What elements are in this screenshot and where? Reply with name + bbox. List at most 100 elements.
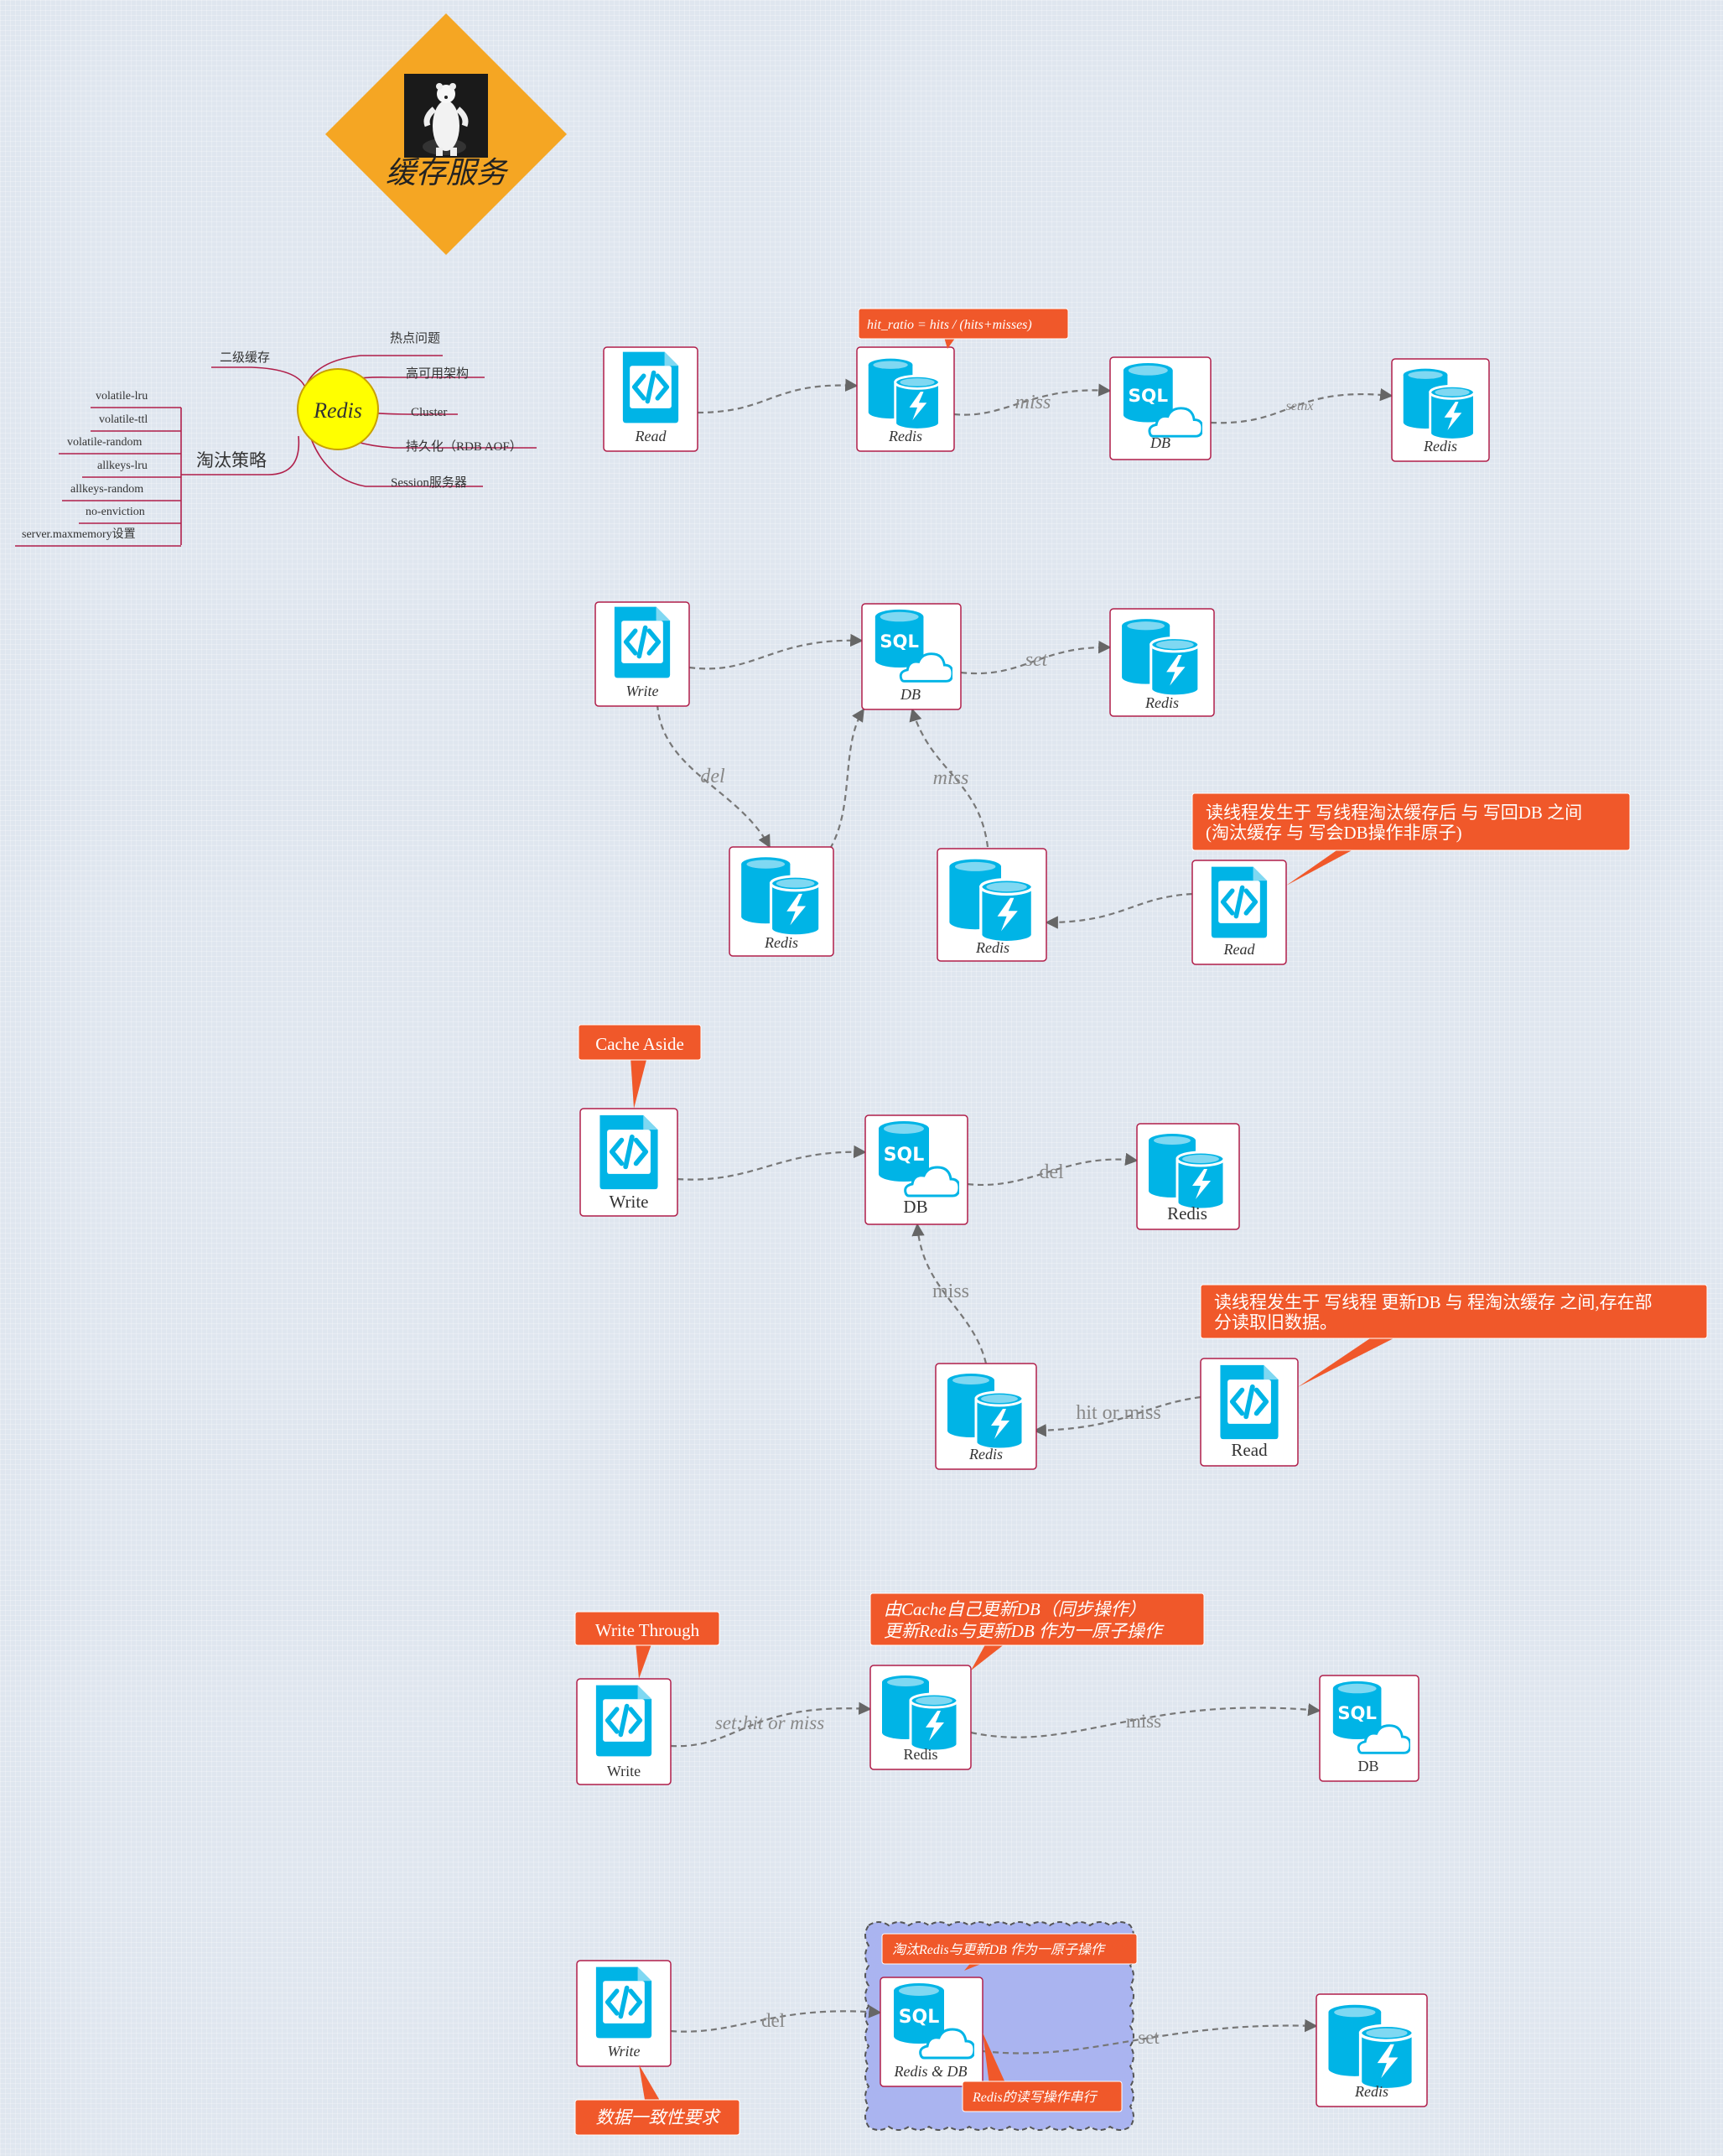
redis-node[interactable]: Redis bbox=[869, 1665, 972, 1770]
edge-label-hit-or-miss: hit or miss bbox=[1076, 1402, 1160, 1424]
svg-text:Redis: Redis bbox=[975, 939, 1009, 956]
db-node[interactable]: DB bbox=[1319, 1675, 1419, 1782]
read-node[interactable]: Read bbox=[603, 346, 698, 452]
redis-db-node[interactable]: Redis & DB bbox=[880, 1977, 983, 2087]
mindmap-center[interactable] bbox=[297, 368, 379, 450]
svg-text:DB: DB bbox=[1357, 1758, 1378, 1774]
title-text: 缓存服务 bbox=[386, 156, 509, 190]
svg-text:Write: Write bbox=[610, 1192, 649, 1212]
db-node[interactable]: DB bbox=[864, 1114, 968, 1225]
section-read-flow: miss setnx Read Redis DB Redis hit_ratio… bbox=[603, 308, 1490, 462]
svg-text:Redis: Redis bbox=[903, 1746, 937, 1763]
branch-l2-cache[interactable]: 二级缓存 bbox=[220, 351, 270, 365]
callout-hit-ratio[interactable]: hit_ratio = hits / (hits+misses) bbox=[858, 308, 1069, 349]
svg-text:Redis: Redis bbox=[968, 1446, 1003, 1462]
branch-ha[interactable]: 高可用架构 bbox=[406, 366, 469, 381]
edge-label-miss: miss bbox=[1126, 1711, 1161, 1732]
tag-consistency-requirement[interactable]: 数据一致性要求 bbox=[574, 2065, 740, 2136]
svg-text:Redis的读写操作串行: Redis的读写操作串行 bbox=[972, 2090, 1098, 2105]
section-serial-consistency: del set Write Redis & DB Redis 淘汰Redis与更… bbox=[574, 1921, 1428, 2136]
svg-text:数据一致性要求: 数据一致性要求 bbox=[596, 2107, 722, 2127]
branch-persistence[interactable]: 持久化（RDB AOF） bbox=[406, 439, 522, 454]
edge-label-setnx: setnx bbox=[1286, 399, 1314, 413]
db-node[interactable]: DB bbox=[861, 603, 962, 710]
svg-text:由Cache自己更新DB（同步操作）: 由Cache自己更新DB（同步操作） bbox=[884, 1599, 1146, 1619]
svg-text:Redis & DB: Redis & DB bbox=[894, 2063, 968, 2080]
svg-text:hit_ratio = hits / (hits+misse: hit_ratio = hits / (hits+misses) bbox=[867, 318, 1032, 332]
tag-cache-aside[interactable]: Cache Aside bbox=[578, 1024, 702, 1109]
section-write-race: set del miss Write DB Redis Redis Redis bbox=[594, 601, 1631, 965]
eviction-item[interactable]: volatile-lru bbox=[96, 390, 148, 403]
mindmap-center-label: Redis bbox=[313, 398, 362, 423]
write-node[interactable]: Write bbox=[576, 1678, 672, 1785]
callout-stale-read[interactable]: 读线程发生于 写线程 更新DB 与 程淘汰缓存 之间,存在部 分读取旧数据。 bbox=[1200, 1284, 1708, 1387]
eviction-item[interactable]: allkeys-lru bbox=[97, 460, 148, 472]
svg-text:Redis: Redis bbox=[1354, 2083, 1388, 2100]
redis-node[interactable]: Redis bbox=[1136, 1123, 1240, 1230]
svg-text:Write: Write bbox=[608, 2043, 641, 2060]
svg-text:Redis: Redis bbox=[764, 934, 798, 951]
callout-serial-rw[interactable]: Redis的读写操作串行 bbox=[962, 2033, 1123, 2112]
edge-label-set: set bbox=[1025, 649, 1049, 671]
db-node[interactable]: DB bbox=[1109, 356, 1212, 460]
svg-text:Write Through: Write Through bbox=[595, 1620, 700, 1640]
svg-text:更新Redis与更新DB 作为一原子操作: 更新Redis与更新DB 作为一原子操作 bbox=[884, 1621, 1165, 1641]
svg-text:Cache Aside: Cache Aside bbox=[595, 1034, 684, 1054]
branch-session[interactable]: Session服务器 bbox=[391, 475, 467, 490]
redis-node[interactable]: Redis bbox=[729, 846, 834, 957]
section-cache-aside: del miss hit or miss Cache Aside Write D… bbox=[578, 1024, 1708, 1470]
edge-label-miss: miss bbox=[933, 767, 969, 789]
edge-label-set: set bbox=[1138, 2027, 1160, 2048]
write-node[interactable]: Write bbox=[576, 1960, 672, 2067]
svg-text:淘汰Redis与更新DB 作为一原子操作: 淘汰Redis与更新DB 作为一原子操作 bbox=[892, 1942, 1107, 1957]
write-node[interactable]: Write bbox=[579, 1108, 678, 1217]
eviction-item[interactable]: no-enviction bbox=[86, 506, 145, 518]
svg-text:Redis: Redis bbox=[1144, 694, 1179, 711]
redis-node[interactable]: Redis bbox=[856, 346, 955, 452]
branch-hotspot[interactable]: 热点问题 bbox=[390, 331, 440, 345]
mindmap: Redis 热点问题 高可用架构 Cluster 持久化（RDB AOF） Se… bbox=[15, 331, 537, 547]
read-node[interactable]: Read bbox=[1200, 1358, 1299, 1467]
svg-text:Read: Read bbox=[1223, 941, 1256, 958]
eviction-item[interactable]: volatile-ttl bbox=[99, 413, 148, 426]
eviction-item[interactable]: server.maxmemory设置 bbox=[22, 527, 136, 541]
redis-node[interactable]: Redis bbox=[935, 1363, 1037, 1470]
svg-text:读线程发生于 写线程淘汰缓存后 与 写回DB 之间: 读线程发生于 写线程淘汰缓存后 与 写回DB 之间 bbox=[1206, 803, 1582, 823]
svg-text:Read: Read bbox=[1231, 1440, 1268, 1460]
branch-eviction[interactable]: 淘汰策略 bbox=[196, 450, 267, 470]
eviction-item[interactable]: allkeys-random bbox=[70, 483, 143, 496]
svg-text:Write: Write bbox=[607, 1763, 641, 1779]
svg-text:Read: Read bbox=[635, 428, 667, 444]
svg-text:Redis: Redis bbox=[888, 428, 922, 444]
edge-label-miss: miss bbox=[1015, 392, 1051, 413]
section-write-through: set:hit or miss miss Write Through Write… bbox=[574, 1592, 1419, 1785]
title-block: 缓存服务 bbox=[325, 13, 567, 255]
read-node[interactable]: Read bbox=[1191, 860, 1287, 965]
redis-node[interactable]: Redis bbox=[1109, 608, 1215, 717]
callout-race-note[interactable]: 读线程发生于 写线程淘汰缓存后 与 写回DB 之间 (淘汰缓存 与 写会DB操作… bbox=[1191, 792, 1631, 886]
edge-label-del: del bbox=[761, 2010, 785, 2031]
redis-node[interactable]: Redis bbox=[937, 848, 1047, 962]
svg-text:Write: Write bbox=[626, 683, 659, 699]
svg-text:分读取旧数据。: 分读取旧数据。 bbox=[1214, 1312, 1337, 1333]
edge-label-miss: miss bbox=[932, 1281, 969, 1302]
polar-bear-image bbox=[404, 74, 488, 158]
svg-text:DB: DB bbox=[900, 686, 921, 703]
branch-cluster[interactable]: Cluster bbox=[411, 406, 447, 419]
svg-text:DB: DB bbox=[903, 1197, 927, 1217]
callout-atomic-evict-update[interactable]: 淘汰Redis与更新DB 作为一原子操作 bbox=[881, 1933, 1138, 1971]
callout-cache-updates-db[interactable]: 由Cache自己更新DB（同步操作） 更新Redis与更新DB 作为一原子操作 bbox=[869, 1592, 1205, 1670]
svg-text:读线程发生于 写线程 更新DB 与 程淘汰缓存 之间,存在部: 读线程发生于 写线程 更新DB 与 程淘汰缓存 之间,存在部 bbox=[1214, 1292, 1653, 1312]
svg-text:DB: DB bbox=[1150, 434, 1170, 451]
redis-node[interactable]: Redis bbox=[1391, 358, 1490, 462]
edge-label-del: del bbox=[700, 766, 725, 787]
eviction-item[interactable]: volatile-random bbox=[67, 436, 143, 449]
redis-node[interactable]: Redis bbox=[1316, 1993, 1428, 2107]
svg-text:Redis: Redis bbox=[1423, 438, 1457, 455]
write-node[interactable]: Write bbox=[594, 601, 690, 707]
svg-text:(淘汰缓存 与 写会DB操作非原子): (淘汰缓存 与 写会DB操作非原子) bbox=[1206, 823, 1462, 843]
edge-label-del: del bbox=[1039, 1161, 1064, 1183]
tag-write-through[interactable]: Write Through bbox=[574, 1611, 720, 1679]
svg-text:Redis: Redis bbox=[1167, 1203, 1207, 1223]
edge-label-set-hit-or-miss: set:hit or miss bbox=[715, 1712, 824, 1733]
